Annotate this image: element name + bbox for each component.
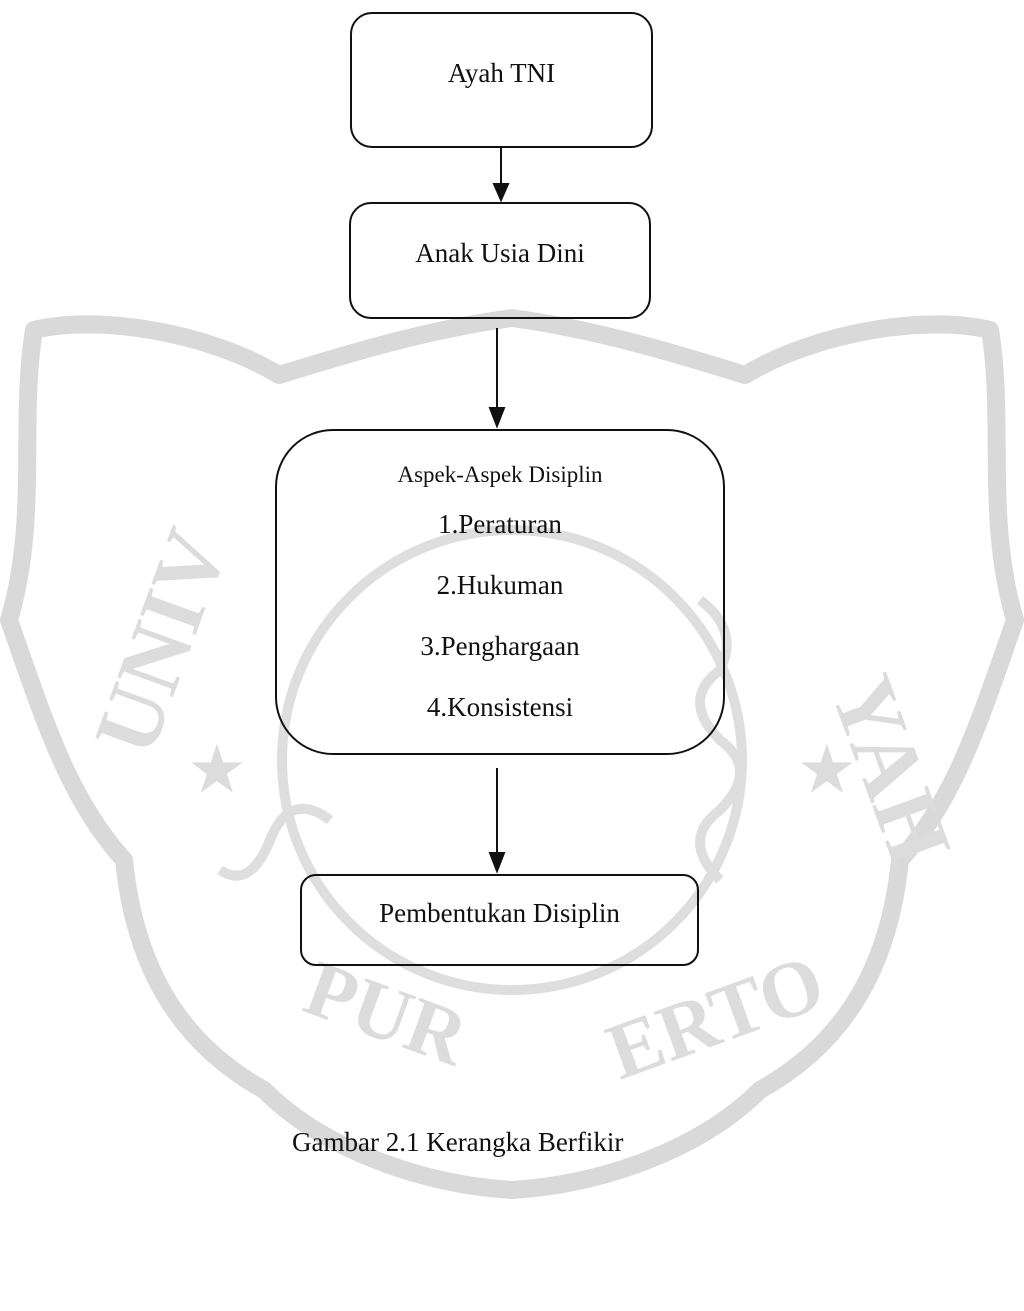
- node-ayah-tni-label: Ayah TNI: [447, 58, 556, 88]
- node-anak-usia-dini: Anak Usia Dini: [349, 202, 651, 319]
- node-pembentukan-disiplin: Pembentukan Disiplin: [300, 874, 699, 966]
- node-anak-usia-dini-label: Anak Usia Dini: [415, 238, 585, 268]
- aspek-item-peraturan: 1.Peraturan: [438, 509, 562, 539]
- aspek-item-hukuman: 2.Hukuman: [436, 570, 564, 600]
- aspek-item-penghargaan: 3.Penghargaan: [420, 631, 580, 661]
- figure-caption: Gambar 2.1 Kerangka Berfikir: [292, 1127, 624, 1157]
- node-aspek-disiplin-title: Aspek-Aspek Disiplin: [397, 462, 603, 487]
- node-aspek-disiplin: Aspek-Aspek Disiplin 1.Peraturan 2.Hukum…: [275, 429, 725, 755]
- aspek-item-konsistensi: 4.Konsistensi: [426, 692, 574, 722]
- node-ayah-tni: Ayah TNI: [350, 12, 653, 148]
- node-pembentukan-disiplin-label: Pembentukan Disiplin: [379, 898, 620, 928]
